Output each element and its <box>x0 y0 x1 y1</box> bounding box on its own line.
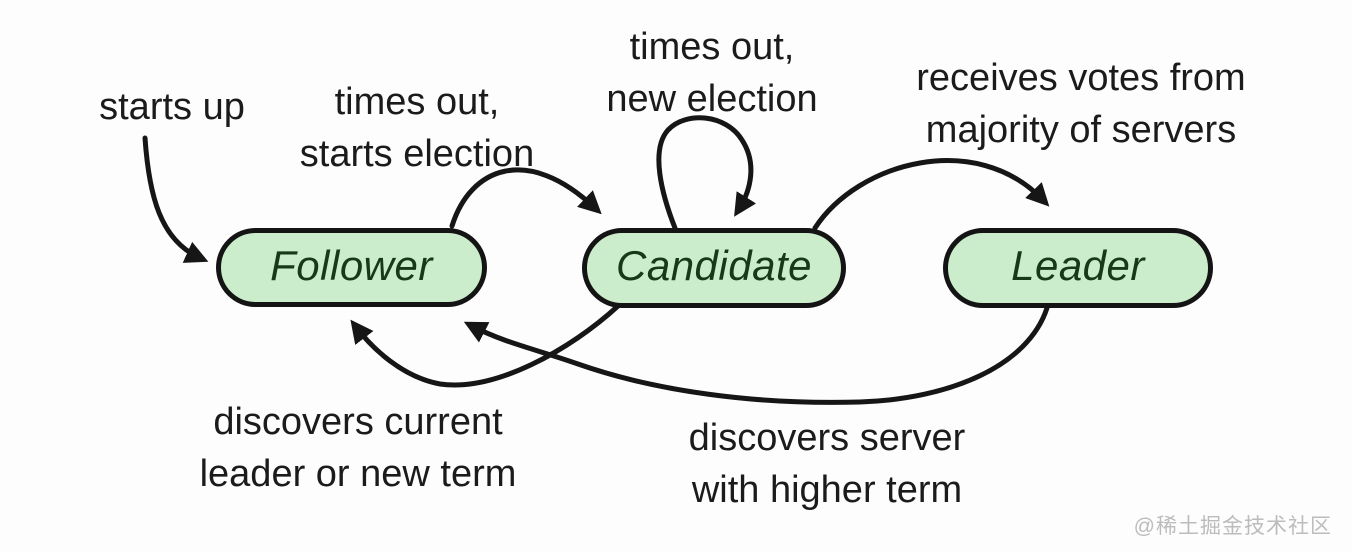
arrow-candidate-to-follower <box>350 303 621 388</box>
arrow-candidate-self-loop <box>656 115 757 231</box>
arrow-follower-to-candidate <box>449 167 602 229</box>
arrow-starts-up <box>142 135 209 263</box>
state-candidate-label: Candidate <box>616 242 812 289</box>
transition-label-candidate-wins: receives votes from majority of servers <box>916 57 1246 151</box>
arrow-candidate-to-leader <box>812 158 1050 231</box>
arrow-leader-to-follower <box>463 305 1050 405</box>
transition-label-leader-steps-down: discovers server with higher term <box>688 417 966 511</box>
state-leader: Leader <box>943 228 1213 308</box>
watermark: @稀土掘金技术社区 <box>1133 515 1332 538</box>
transition-label-candidate-steps-down: discovers current leader or new term <box>199 401 517 495</box>
state-follower-label: Follower <box>270 241 433 289</box>
state-leader-label: Leader <box>1011 242 1145 289</box>
state-follower: Follower <box>216 228 487 307</box>
state-candidate: Candidate <box>582 228 846 308</box>
transition-label-follower-times-out: times out, starts election <box>299 81 535 175</box>
transition-label-candidate-times-out: times out, new election <box>606 26 818 120</box>
transition-label-starts-up: starts up <box>99 86 245 128</box>
